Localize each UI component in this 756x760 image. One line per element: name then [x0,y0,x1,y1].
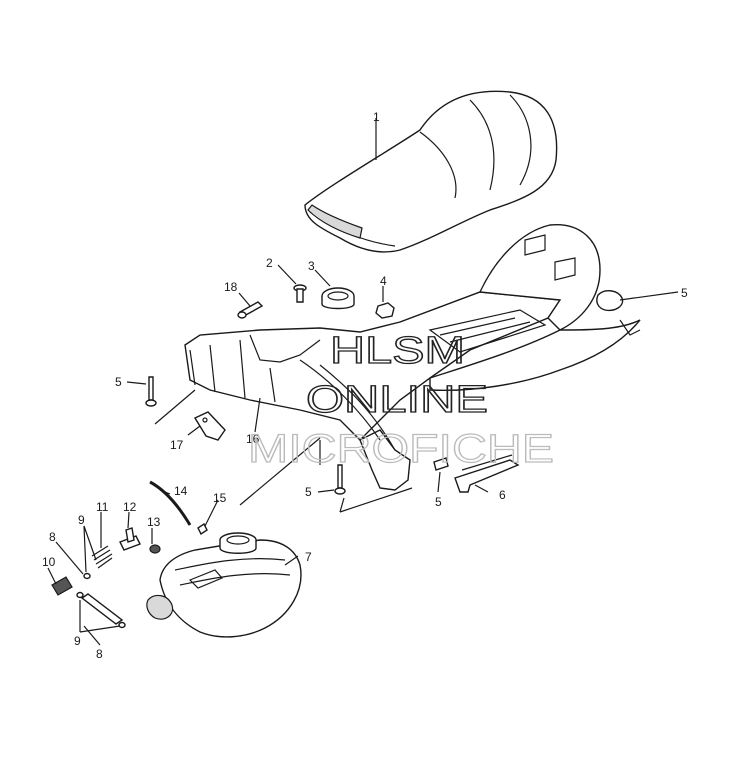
rivet-18 [237,301,264,319]
callout-11: 11 [96,500,109,514]
callout-4: 4 [380,274,387,288]
callout-18: 18 [224,280,238,294]
callout-5-center: 5 [305,485,312,499]
callout-10: 10 [42,555,56,569]
callout-17: 17 [170,438,184,452]
callout-12: 12 [123,500,137,514]
callout-8-bottom: 8 [96,647,103,661]
watermark-line-2: ONLINE [306,379,488,421]
watermark-line-1: HLSM [330,330,465,372]
callout-5-mid: 5 [435,495,442,509]
callout-7: 7 [305,550,312,564]
callout-5-right: 5 [681,286,688,300]
callout-16: 16 [246,432,260,446]
fuel-cap [321,287,355,310]
callout-9-bottom: 9 [74,634,81,648]
leader-lines [47,118,679,646]
screw-2 [293,284,307,303]
fuel-fittings [51,480,208,629]
callout-8-top: 8 [49,530,56,544]
callout-13: 13 [147,515,161,529]
callout-9-top: 9 [78,513,85,527]
callout-15: 15 [213,491,227,505]
callout-5-left: 5 [115,375,122,389]
nut-4 [375,302,395,319]
fuel-tank [146,532,302,638]
bolt-5-center [334,464,346,495]
callout-6: 6 [499,488,506,502]
bracket-6 [454,454,520,493]
callout-labels: 1 2 3 4 5 5 5 5 6 7 8 8 9 9 10 11 12 13 … [42,110,688,661]
clip-5-mid [433,457,449,471]
callout-3: 3 [308,259,315,273]
bracket-17 [193,411,226,441]
seat [304,90,558,253]
callout-1: 1 [373,110,380,124]
callout-14: 14 [174,484,188,498]
watermark: HLSM ONLINE MICROFICHE [247,329,554,471]
watermark-line-3: MICROFICHE [248,427,554,471]
callout-2: 2 [266,256,273,270]
rear-body-fender [184,224,641,491]
bolt-5-left [145,376,157,407]
